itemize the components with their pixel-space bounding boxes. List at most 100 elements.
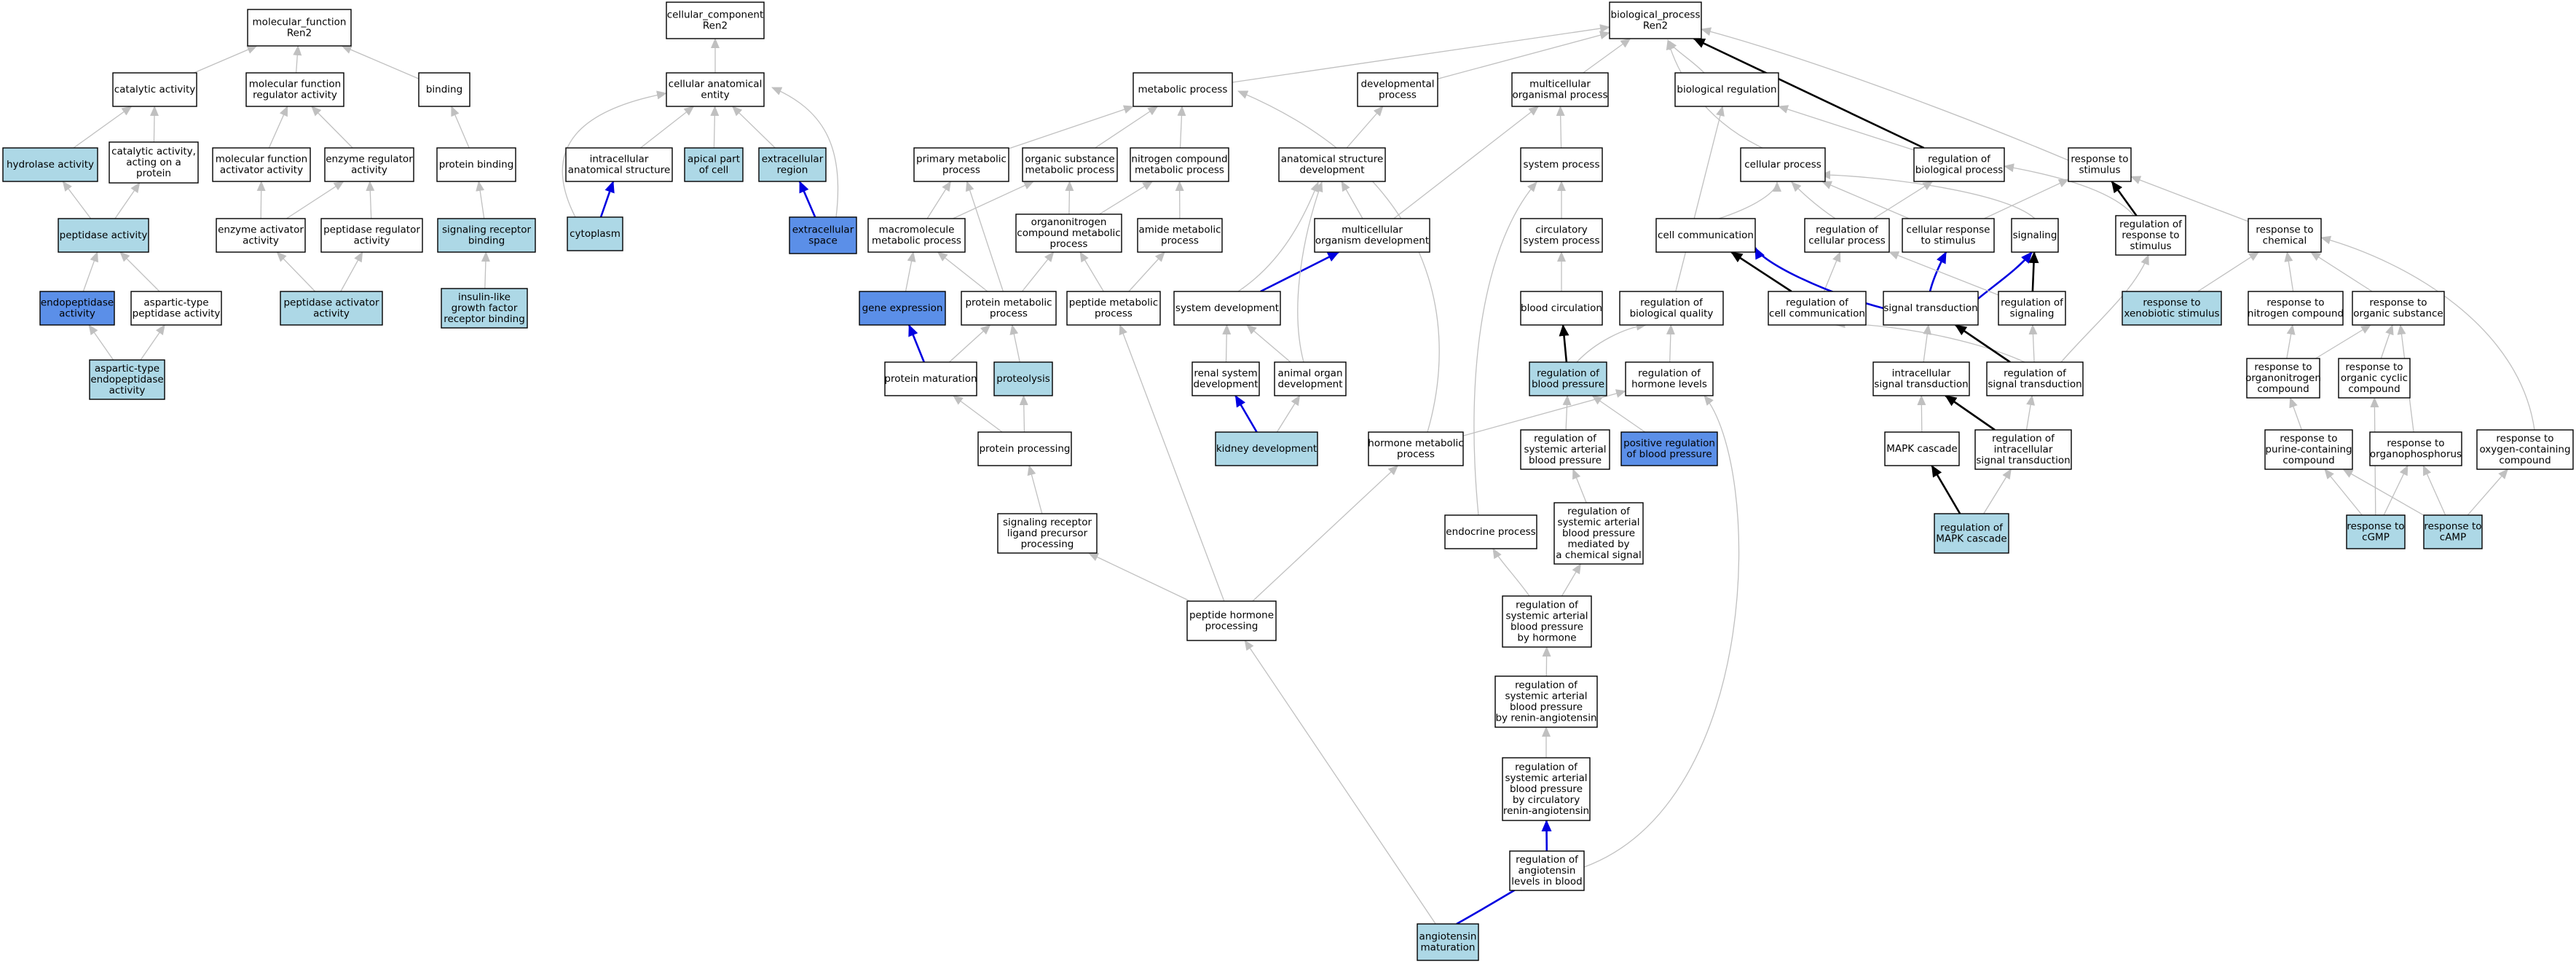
node-label: cellular response bbox=[1907, 224, 1990, 236]
node-label: region bbox=[777, 165, 808, 176]
node-label: signal transduction bbox=[1976, 455, 2070, 466]
node-label: response to bbox=[2345, 361, 2403, 373]
node-label: cGMP bbox=[2362, 532, 2390, 544]
node-box bbox=[112, 72, 197, 107]
node-label: aspartic-type bbox=[143, 297, 208, 309]
node-label: blood pressure bbox=[1532, 379, 1604, 391]
edge-is-a bbox=[1473, 181, 1537, 516]
node-box bbox=[1529, 361, 1607, 396]
node-label: organic substance bbox=[1025, 154, 1114, 165]
node-label: insulin-like bbox=[458, 291, 511, 303]
node-box bbox=[437, 218, 536, 253]
node-label: regulation of bbox=[1534, 433, 1597, 444]
node-binding: binding bbox=[418, 72, 470, 107]
node-label: positive regulation bbox=[1623, 438, 1715, 450]
node-box bbox=[1913, 147, 2005, 182]
edge-is-a bbox=[1008, 105, 1135, 149]
node-box bbox=[2476, 429, 2574, 470]
node-box bbox=[216, 218, 306, 253]
edge-is-a bbox=[2324, 469, 2363, 516]
node-label: response to bbox=[2071, 154, 2128, 165]
edge-is-a bbox=[341, 45, 420, 79]
edge-is-a bbox=[2028, 324, 2038, 363]
node-box bbox=[2115, 215, 2186, 256]
edge-is-a bbox=[2286, 324, 2296, 359]
edge-regulates bbox=[1730, 251, 1792, 293]
node-label: regulation of bbox=[1515, 761, 1578, 773]
edge-is-a bbox=[2197, 251, 2260, 292]
node-box bbox=[58, 218, 149, 253]
node-label: nitrogen compound bbox=[1131, 154, 1227, 165]
node-label: circulatory bbox=[1535, 224, 1588, 236]
node-label: blood pressure bbox=[1562, 528, 1635, 539]
node-box bbox=[1619, 291, 1724, 326]
node-label: anatomical structure bbox=[1281, 154, 1384, 165]
edge-is-a bbox=[965, 181, 1004, 292]
node-label: xenobiotic stimulus bbox=[2124, 308, 2219, 320]
node-box bbox=[418, 72, 470, 107]
node-label: stimulus bbox=[2079, 165, 2120, 176]
node-label: maturation bbox=[1421, 942, 1476, 954]
edge-is-a bbox=[62, 181, 92, 219]
node-label: organonitrogen bbox=[1031, 216, 1107, 228]
edge-is-a bbox=[562, 90, 667, 218]
edge-is-a bbox=[1923, 324, 1932, 363]
node-label: organic cyclic bbox=[2341, 372, 2408, 384]
edge-is-a bbox=[2422, 465, 2446, 516]
node-protein-processing: protein processing bbox=[977, 431, 1072, 466]
node-cell-communication: cell communication bbox=[1655, 218, 1756, 253]
edge-is-a bbox=[2380, 324, 2394, 359]
node-label: to stimulus bbox=[1921, 235, 1976, 247]
edge-is-a bbox=[476, 181, 485, 219]
node-box bbox=[1974, 429, 2072, 470]
node-label: blood circulation bbox=[1521, 302, 1602, 314]
node-label: proteolysis bbox=[996, 373, 1050, 385]
node-label: gene expression bbox=[862, 302, 943, 314]
node-label: compound bbox=[2257, 383, 2309, 395]
node-box bbox=[884, 361, 977, 396]
node-protein-binding: protein binding bbox=[436, 147, 516, 182]
edge-is-a bbox=[771, 87, 839, 218]
node-label: activity bbox=[354, 235, 390, 247]
node-label: systemic arterial bbox=[1524, 444, 1606, 455]
node-label: nitrogen compound bbox=[2248, 308, 2344, 320]
node-label: organic substance bbox=[2353, 308, 2443, 320]
node-box bbox=[1314, 218, 1430, 253]
node-box bbox=[867, 218, 966, 253]
edge-is-a bbox=[2130, 176, 2249, 222]
node-label: cellular_component bbox=[667, 9, 763, 21]
edge-is-a bbox=[640, 106, 695, 149]
node-box bbox=[961, 291, 1057, 326]
node-box bbox=[1186, 600, 1277, 641]
node-label: protein binding bbox=[439, 159, 514, 171]
edge-is-a bbox=[1591, 395, 1646, 433]
node-label: regulation of bbox=[1515, 680, 1578, 691]
node-label: developmental bbox=[1360, 79, 1434, 90]
node-label: ligand precursor bbox=[1007, 528, 1088, 539]
node-label: response to bbox=[2256, 224, 2313, 236]
node-label: anatomical structure bbox=[568, 165, 671, 176]
node-label: process bbox=[1379, 90, 1417, 101]
node-label: response to bbox=[2424, 521, 2481, 533]
node-label: peptidase activator bbox=[283, 297, 379, 309]
node-box bbox=[977, 431, 1072, 466]
node-box bbox=[2122, 291, 2222, 326]
node-label: regulation of bbox=[1537, 368, 1600, 380]
